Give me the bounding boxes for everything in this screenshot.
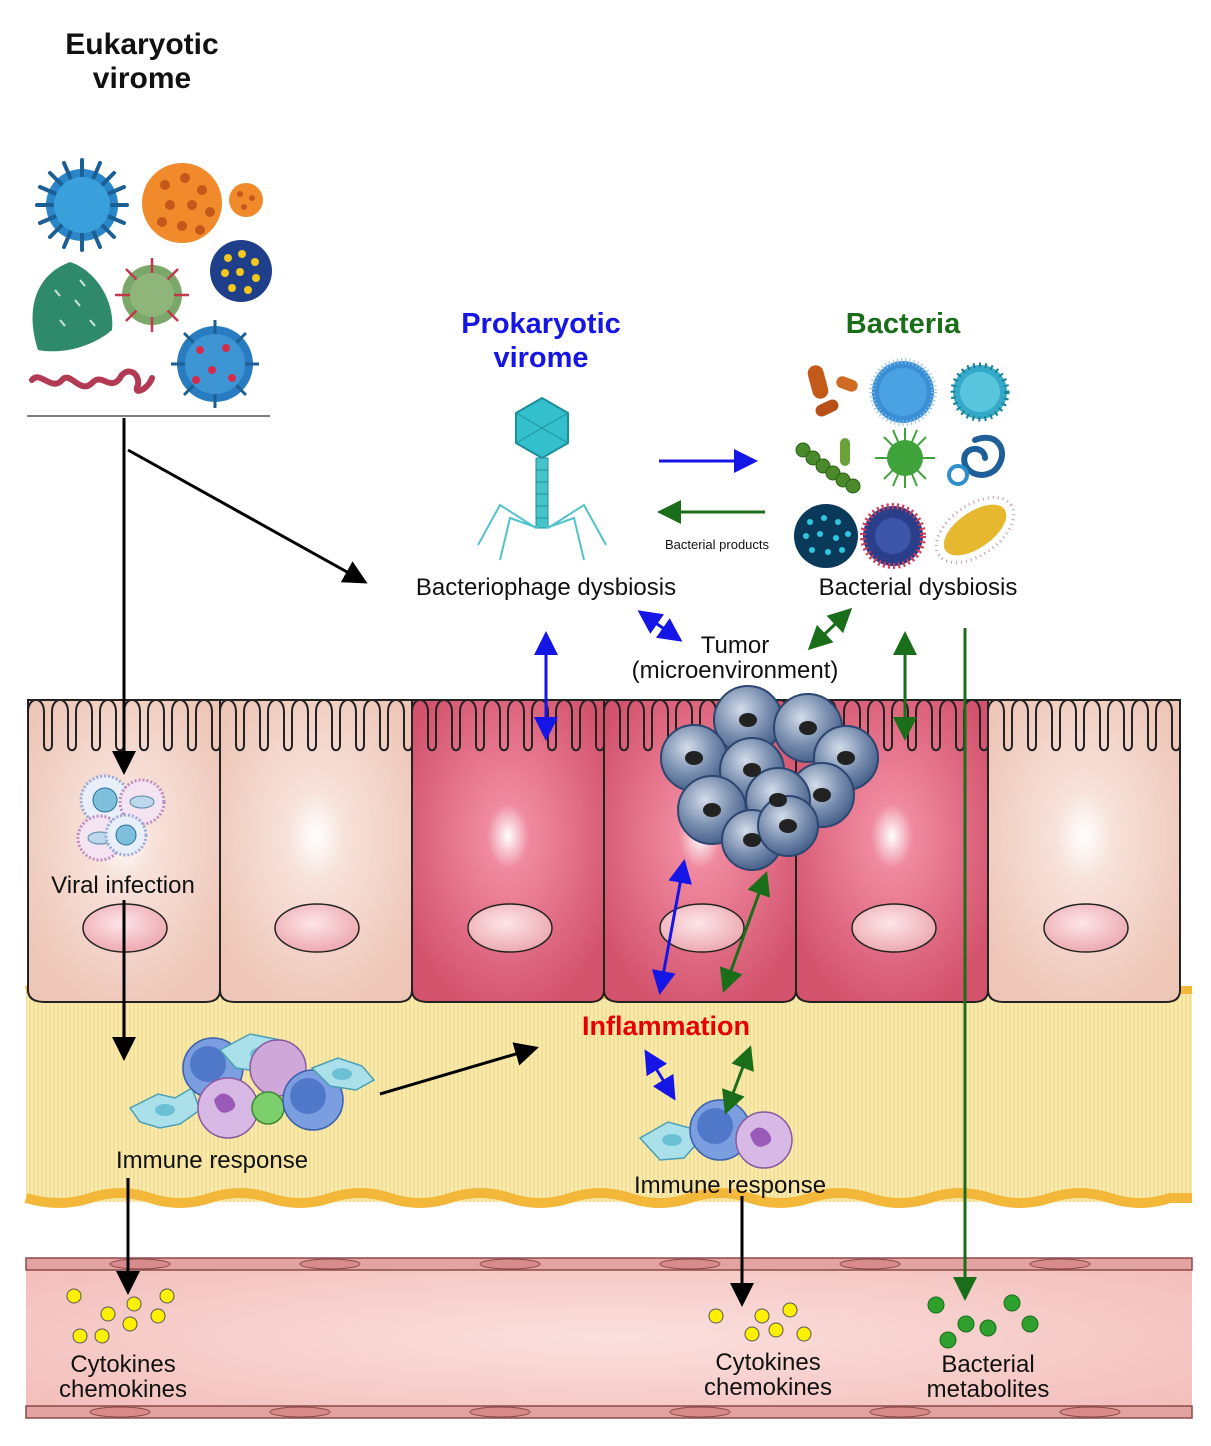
epithelium [27,699,1181,1003]
bacterial-dysbiosis-tumor-arrow [807,607,853,651]
blood-vessel [25,1257,1193,1419]
cytokines-left-label: Cytokines [70,1351,175,1378]
bacterial-metabolites-icon [927,1294,1039,1349]
eukaryotic-title-line2: virome [93,62,191,95]
epithelial-cell-normal [987,699,1181,1003]
prokaryotic-title-line2: virome [493,342,588,374]
inflammation-label: Inflammation [582,1011,750,1041]
epithelial-cell-normal [219,699,413,1003]
infected-cells-icon [76,774,166,862]
bacterial-products-label: Bacterial products [665,537,770,552]
metabolites-label-line2: metabolites [927,1376,1050,1403]
bacteriophage-icon [477,396,607,561]
tumor-label: Tumor [701,632,769,659]
immune-to-inflammation-arrow [379,1042,539,1096]
inflammation-immune-blue-arrow [644,1049,676,1101]
immune-response-right-label: Immune response [634,1172,826,1199]
bacteria-title: Bacteria [846,308,961,340]
inflammation-immune-green-arrow [722,1045,754,1115]
tumor-inflammation-green-arrow [719,871,771,993]
cytokines-right-label: Cytokines [715,1349,820,1376]
tumor-cell-cluster-icon [660,685,879,871]
immune-cells-icon [638,1099,793,1169]
viral-infection-label: Viral infection [51,872,195,899]
immune-cells-icon [128,1033,376,1139]
bacterial-dysbiosis-label: Bacterial dysbiosis [819,574,1018,601]
virome-to-phage-dysbiosis-arrow [127,448,368,584]
metabolites-label: Bacterial [941,1351,1034,1378]
cytokines-right-icon [708,1302,812,1342]
eukaryotic-title: Eukaryotic [65,28,218,61]
epithelial-cell-inflamed [411,699,605,1003]
phage-dysbiosis-tumor-arrow [637,610,683,642]
prokaryotic-title: Prokaryotic [461,308,621,340]
cytokines-left-label-line2: chemokines [59,1376,187,1403]
eukaryotic-virus-cluster-icon [27,158,272,417]
cytokines-left-icon [66,1288,175,1344]
immune-response-left-label: Immune response [116,1147,308,1174]
tumor-inflammation-blue-arrow [652,859,692,995]
tumor-label-line2: (microenvironment) [632,657,839,684]
bacteria-cluster-icon [794,358,1016,569]
bacteriophage-dysbiosis-label: Bacteriophage dysbiosis [416,574,676,601]
cytokines-right-label-line2: chemokines [704,1374,832,1401]
